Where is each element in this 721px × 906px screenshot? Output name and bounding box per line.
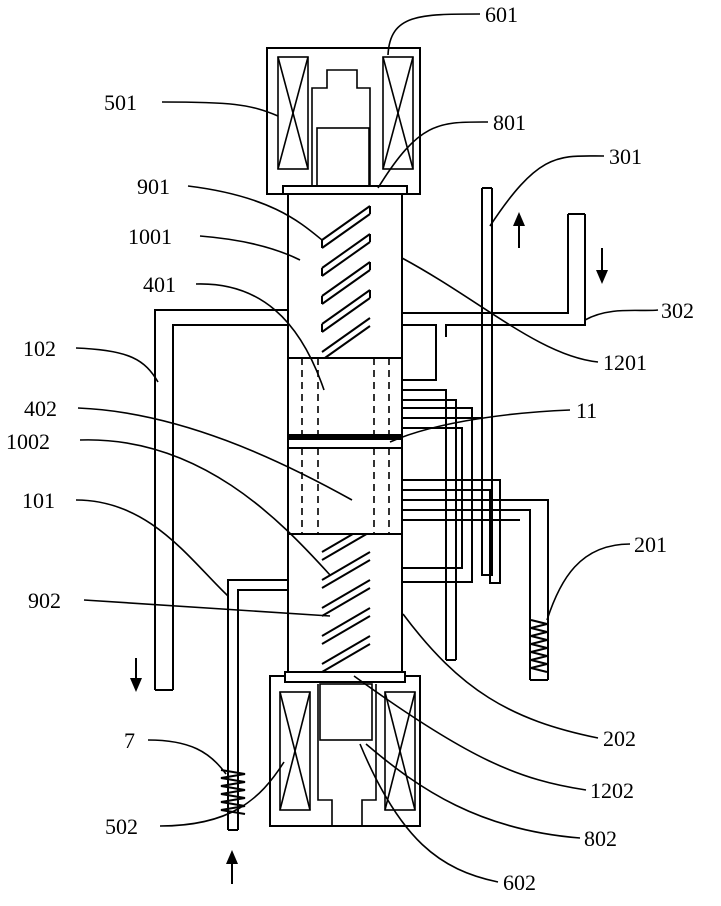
pipe-302-arrow xyxy=(596,248,608,284)
leader-202 xyxy=(403,614,598,738)
label-7: 7 xyxy=(124,728,135,753)
label-601: 601 xyxy=(485,2,518,27)
leader-1001 xyxy=(200,236,300,260)
label-101: 101 xyxy=(22,488,55,513)
label-202: 202 xyxy=(603,726,636,751)
leader-201 xyxy=(547,544,630,620)
label-401: 401 xyxy=(143,272,176,297)
spring-201 xyxy=(531,620,547,672)
label-301: 301 xyxy=(609,144,642,169)
spool-401 xyxy=(288,358,402,436)
leader-501 xyxy=(162,102,278,116)
leader-302 xyxy=(585,310,658,320)
leader-11 xyxy=(390,410,570,442)
label-901: 901 xyxy=(137,174,170,199)
label-602: 602 xyxy=(503,870,536,895)
label-11: 11 xyxy=(576,398,597,423)
pipe-102-arrow xyxy=(130,658,142,692)
electromagnet-502 xyxy=(270,672,420,826)
leader-102 xyxy=(76,348,158,382)
pipe-102 xyxy=(155,310,290,690)
electromagnet-501 xyxy=(267,48,420,194)
label-802: 802 xyxy=(584,826,617,851)
label-1002: 1002 xyxy=(6,429,50,454)
label-1001: 1001 xyxy=(128,224,172,249)
leader-7 xyxy=(148,740,226,774)
label-302: 302 xyxy=(661,298,694,323)
label-502: 502 xyxy=(105,814,138,839)
leader-101 xyxy=(76,500,228,596)
label-102: 102 xyxy=(23,336,56,361)
label-402: 402 xyxy=(24,396,57,421)
label-1201: 1201 xyxy=(603,350,647,375)
pipe-7-arrow xyxy=(226,850,238,884)
leader-301 xyxy=(490,156,604,226)
pipe-301 xyxy=(400,390,456,660)
label-501: 501 xyxy=(104,90,137,115)
partition-11 xyxy=(288,434,402,440)
label-801: 801 xyxy=(493,110,526,135)
pipe-201 xyxy=(400,500,548,680)
spool-402 xyxy=(288,448,402,534)
label-1202: 1202 xyxy=(590,778,634,803)
label-902: 902 xyxy=(28,588,61,613)
label-201: 201 xyxy=(634,532,667,557)
pipe-301-arrow xyxy=(513,212,525,248)
